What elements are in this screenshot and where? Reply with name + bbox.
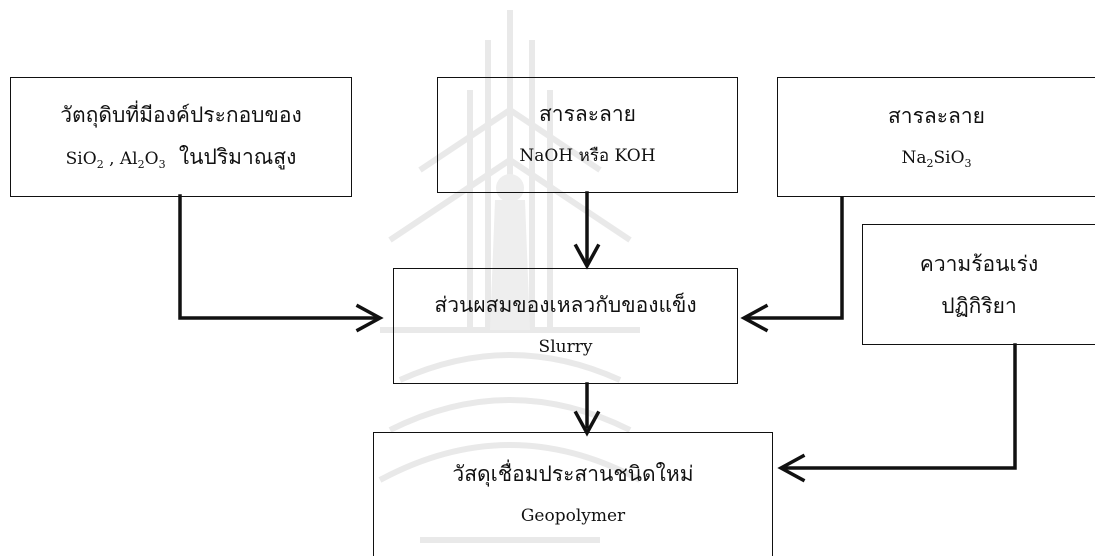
raw-material-formula: SiO2 , Al2O3 ในปริมาณสูง	[65, 145, 297, 171]
arrowhead-raw-to-slurry	[355, 303, 384, 333]
arrowhead-silicate-to-slurry	[740, 303, 769, 333]
heat-catalyst-box: ความร้อนเร่ง ปฏิกิริยา	[862, 224, 1095, 345]
arrowhead-naoh-to-slurry	[573, 243, 601, 270]
raw-material-box: วัตถุดิบที่มีองค์ประกอบของ SiO2 , Al2O3 …	[10, 77, 352, 197]
connector-raw-to-slurry	[178, 194, 380, 320]
naoh-solution-title: สารละลาย	[538, 102, 636, 126]
slurry-thai-label: ส่วนผสมของเหลวกับของแข็ง	[434, 293, 697, 317]
geopolymer-box: วัสดุเชื่อมประสานชนิดใหม่ Geopolymer	[373, 432, 773, 556]
arrowhead-heat-to-geopolymer	[777, 453, 806, 483]
sodium-silicate-box: สารละลาย Na2SiO3	[777, 77, 1095, 197]
university-emblem-watermark	[378, 10, 642, 543]
naoh-solution-box: สารละลาย NaOH หรือ KOH	[437, 77, 738, 193]
geopolymer-thai-label: วัสดุเชื่อมประสานชนิดใหม่	[452, 461, 694, 486]
naoh-solution-formula: NaOH หรือ KOH	[519, 146, 656, 166]
heat-catalyst-line2: ปฏิกิริยา	[941, 293, 1017, 318]
slurry-box: ส่วนผสมของเหลวกับของแข็ง Slurry	[393, 268, 738, 384]
sodium-silicate-title: สารละลาย	[887, 104, 985, 128]
raw-material-title: วัตถุดิบที่มีองค์ประกอบของ	[60, 103, 302, 127]
geopolymer-english-label: Geopolymer	[520, 505, 626, 526]
heat-catalyst-line1: ความร้อนเร่ง	[919, 251, 1039, 276]
connector-silicate-to-slurry	[746, 196, 844, 320]
sodium-silicate-formula: Na2SiO3	[901, 148, 972, 170]
arrowhead-slurry-to-geopolymer	[573, 410, 601, 437]
connector-heat-to-geopolymer	[783, 343, 1017, 470]
slurry-english-label: Slurry	[538, 337, 593, 357]
